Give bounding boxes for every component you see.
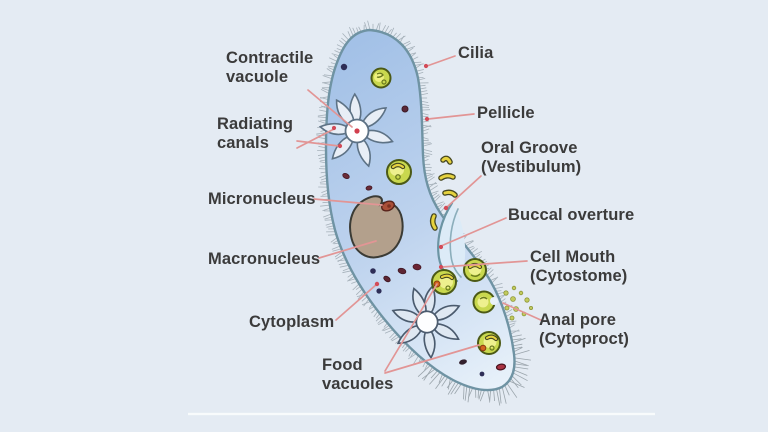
- label-cilia: Cilia: [458, 44, 494, 62]
- cytoplasm-granules: [340, 63, 507, 377]
- leader-macronucleus: [318, 240, 377, 259]
- contractile-vacuole-center-dot: [354, 128, 360, 134]
- anal-pore-vacuole: [472, 290, 498, 314]
- label-radiating-canals: Radiating canals: [217, 115, 294, 152]
- leader-micronucleus: [313, 198, 383, 206]
- label-oral-groove: Oral Groove (Vestibulum): [481, 139, 582, 176]
- label-anal-pore: Anal pore (Cytoproct): [539, 311, 630, 348]
- leader-contractile-vacuole: [307, 89, 353, 128]
- label-cell-mouth: Cell Mouth (Cytostome): [530, 248, 628, 285]
- micronucleus: [381, 200, 395, 212]
- food-vacuole: [463, 258, 487, 282]
- leader-radiating-canals-2: [296, 128, 335, 149]
- anal-pore-opening: [490, 297, 498, 305]
- food-vacuole: [477, 331, 501, 355]
- food-vacuole: [370, 67, 392, 89]
- leader-pellicle: [427, 113, 475, 120]
- leader-oral-groove: [446, 175, 482, 208]
- leader-lines: [296, 55, 544, 374]
- vestibule-food-particles: [429, 155, 458, 231]
- label-cytoplasm: Cytoplasm: [249, 313, 335, 331]
- leader-anal-pore: [502, 302, 544, 322]
- leader-radiating-canals-1: [296, 140, 340, 147]
- label-micronucleus: Micronucleus: [208, 190, 316, 208]
- label-buccal-overture: Buccal overture: [508, 206, 635, 224]
- label-contractile-vacuole: Contractile vacuole: [226, 49, 314, 86]
- label-macronucleus: Macronucleus: [208, 250, 321, 268]
- leader-food-vacuoles-2: [384, 344, 480, 374]
- leader-buccal-overture: [440, 217, 507, 247]
- macronucleus: [349, 195, 404, 259]
- cilia-fringe: [316, 20, 531, 406]
- food-vacuole: [431, 269, 457, 295]
- label-pellicle: Pellicle: [477, 104, 535, 122]
- food-vacuole: [386, 159, 412, 185]
- leader-endpoint-dots: [331, 63, 449, 287]
- contractile-vacuole-top: [318, 92, 395, 169]
- leader-cytoplasm: [335, 283, 378, 321]
- label-food-vacuoles: Food vacuoles: [322, 356, 394, 393]
- leader-cell-mouth: [441, 260, 528, 268]
- leader-food-vacuoles-1: [384, 283, 438, 372]
- leader-cilia: [426, 55, 456, 67]
